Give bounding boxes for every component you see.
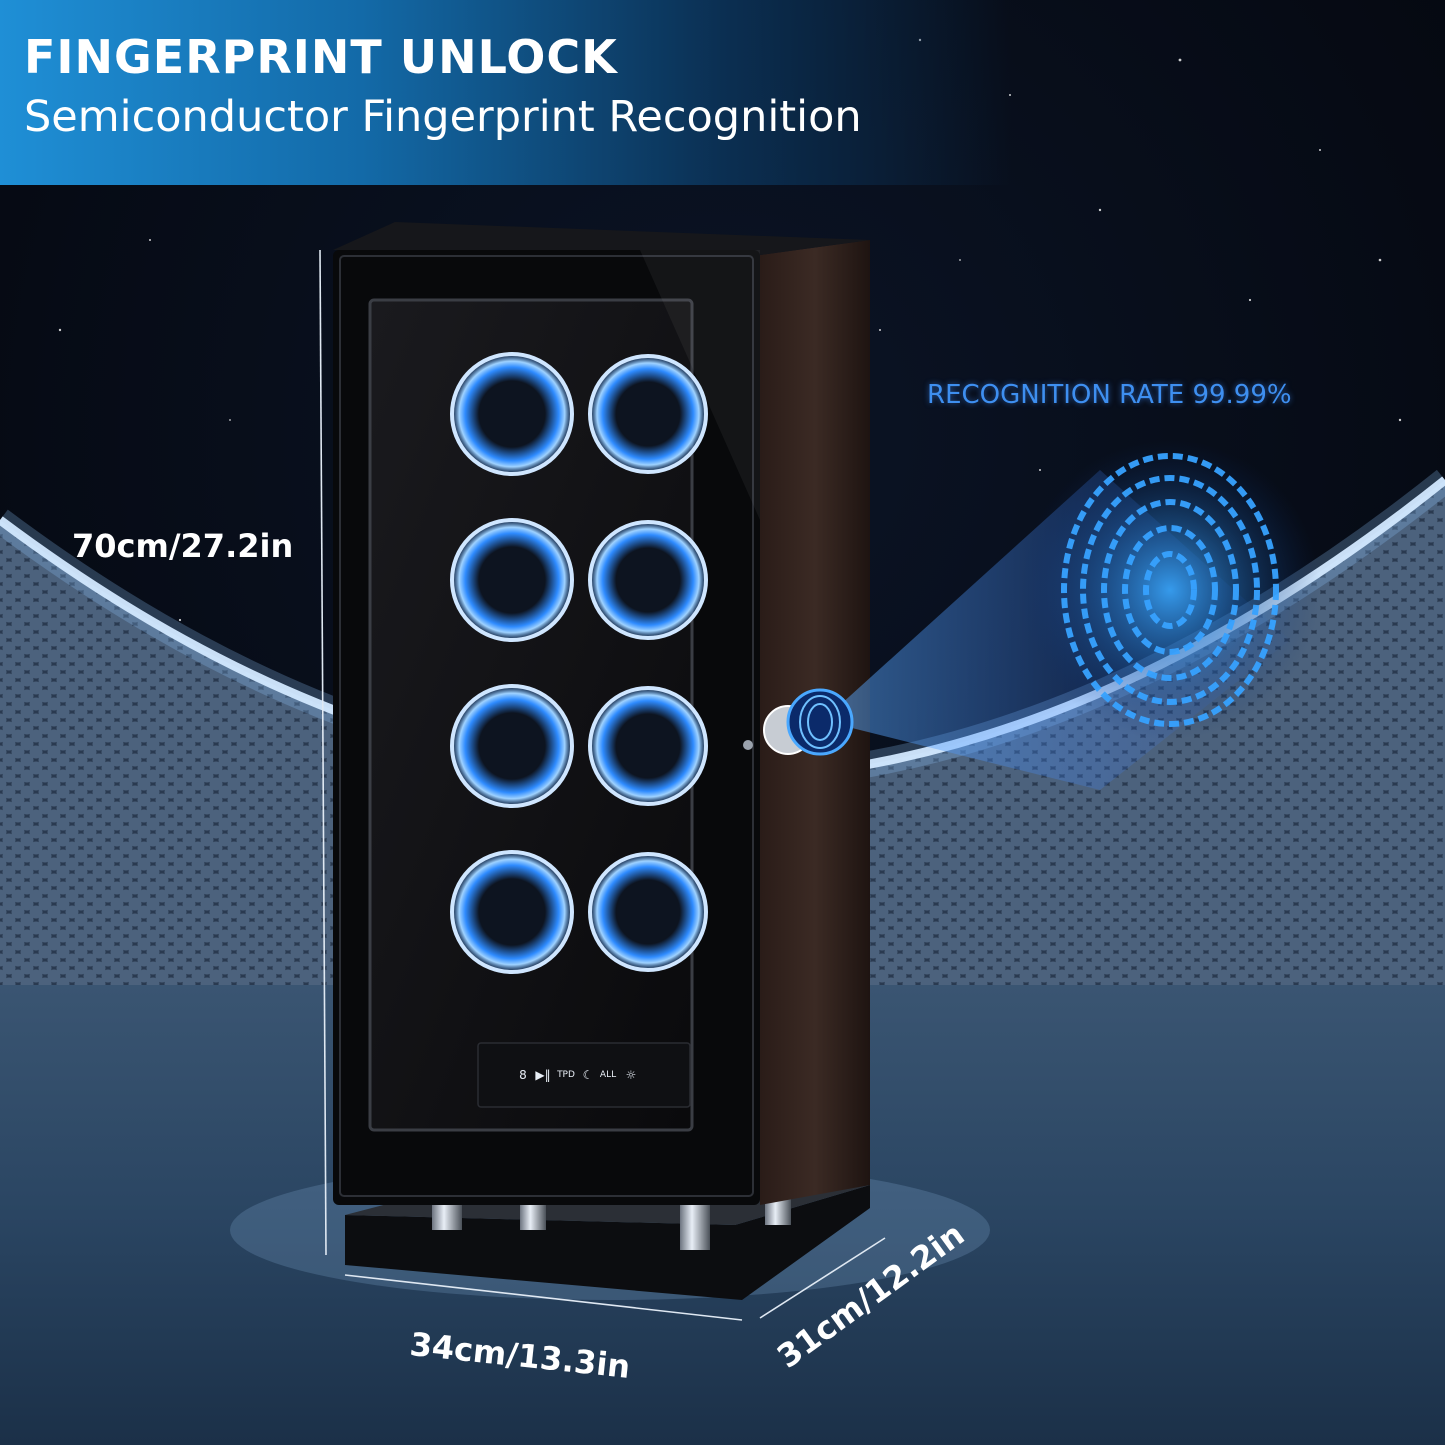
control-panel bbox=[477, 1042, 691, 1108]
keyhole-icon bbox=[743, 740, 753, 750]
recognition-rate-label: RECOGNITION RATE 99.99% bbox=[927, 380, 1292, 410]
control-button-play-pause: ▶‖ bbox=[535, 1068, 551, 1082]
winder-slot bbox=[588, 852, 708, 972]
width-dimension-line bbox=[344, 1274, 743, 1321]
winder-slot bbox=[588, 354, 708, 474]
winder-rings bbox=[450, 352, 708, 974]
winder-slot bbox=[450, 684, 574, 808]
depth-dimension-line bbox=[759, 1237, 886, 1319]
cabinet-top bbox=[333, 222, 870, 255]
winder-slot bbox=[588, 686, 708, 806]
fingerprint-sensor-icon bbox=[763, 688, 854, 756]
winder-slot bbox=[450, 850, 574, 974]
header-band bbox=[0, 0, 1445, 185]
page-subtitle: Semiconductor Fingerprint Recognition bbox=[24, 92, 862, 142]
fingerprint-glow bbox=[1020, 440, 1320, 740]
control-button-all: ALL bbox=[599, 1070, 617, 1080]
control-button-mode: 8 bbox=[519, 1068, 527, 1082]
height-dimension-label: 70cm/27.2in bbox=[72, 527, 294, 565]
fingerprint-icon bbox=[1061, 453, 1279, 727]
winder-slot bbox=[588, 520, 708, 640]
control-button-tpd: TPD bbox=[557, 1070, 575, 1080]
winder-slot bbox=[450, 518, 574, 642]
control-button-night: ☾ bbox=[582, 1068, 594, 1082]
cabinet-base bbox=[345, 1185, 870, 1300]
height-dimension-line bbox=[319, 249, 327, 1256]
page-title: FINGERPRINT UNLOCK bbox=[24, 30, 618, 84]
winder-slot bbox=[450, 352, 574, 476]
control-button-light: ☼ bbox=[625, 1068, 637, 1082]
